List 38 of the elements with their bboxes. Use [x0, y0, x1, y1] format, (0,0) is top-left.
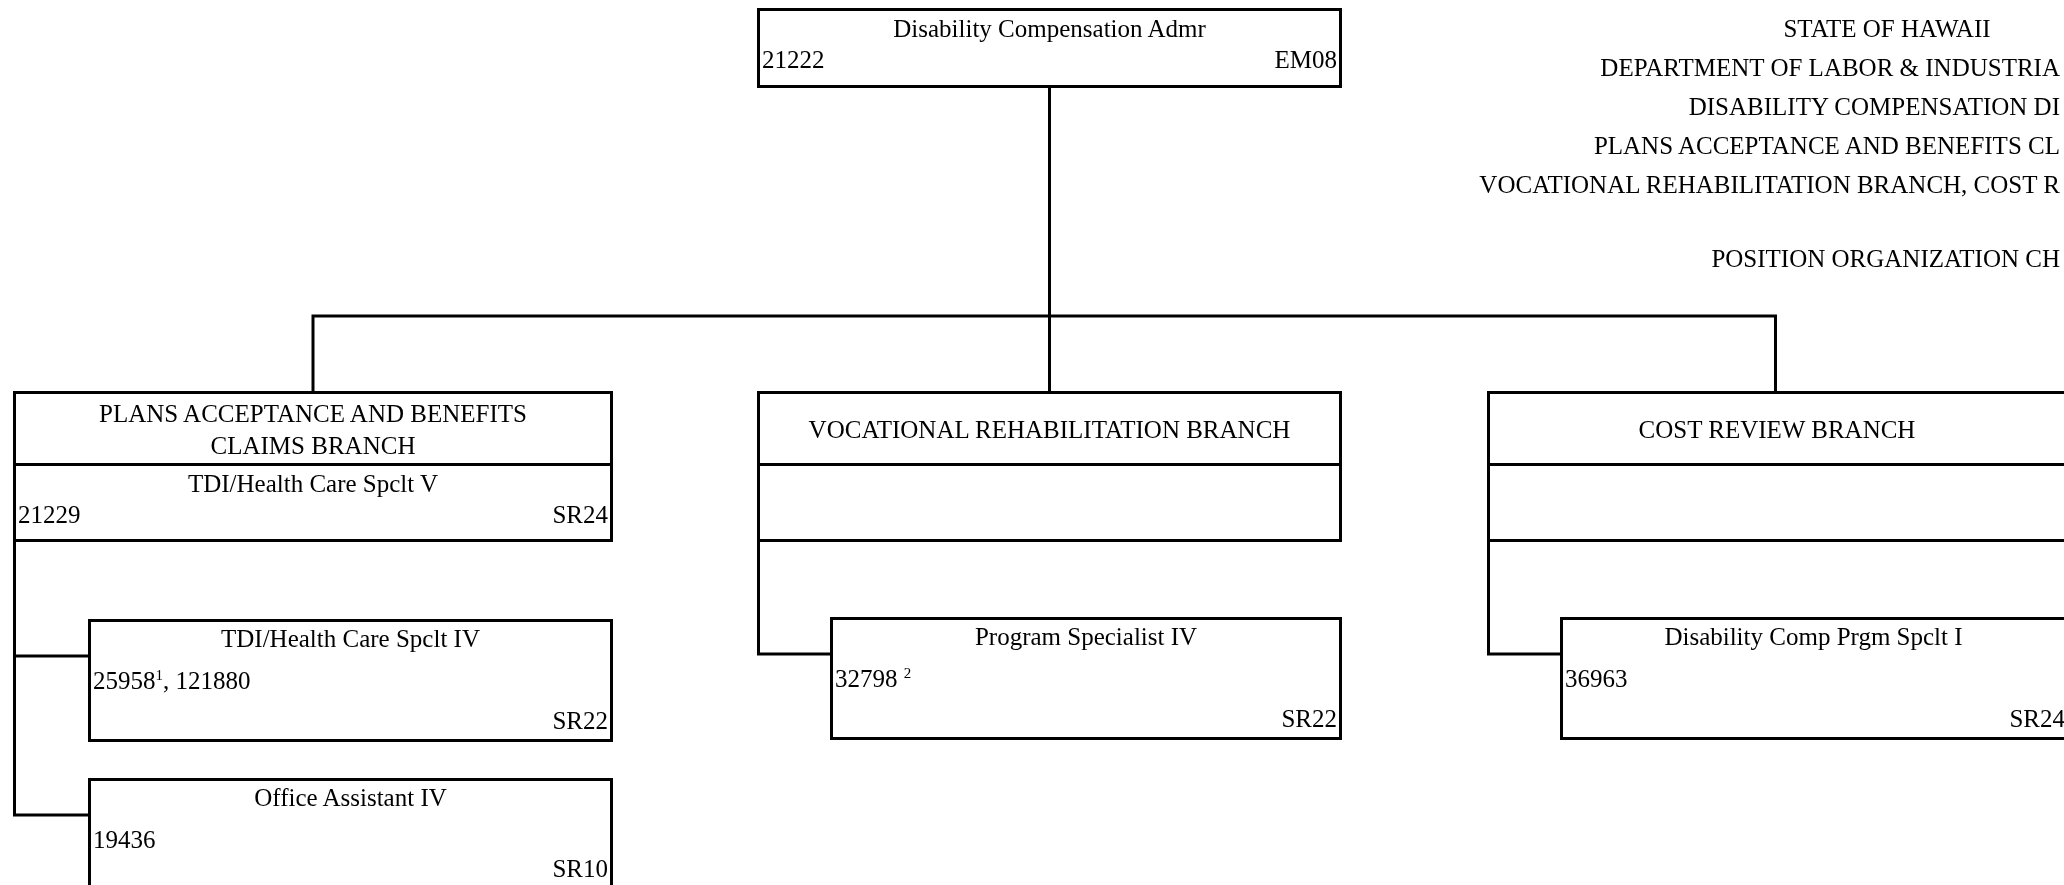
- heading-line: STATE OF HAWAII: [1783, 14, 1991, 44]
- branch-box: [13, 391, 613, 542]
- heading-line: DISABILITY COMPENSATION DI: [1688, 92, 2060, 122]
- connector-line: [1487, 542, 1560, 656]
- position-number: 32798 $^{2}$: [835, 664, 912, 694]
- pay-grade: SR10: [552, 854, 608, 884]
- branch-name: VOCATIONAL REHABILITATION BRANCH: [808, 415, 1291, 445]
- position-title: TDI/Health Care Spclt IV: [220, 624, 481, 654]
- heading-line: VOCATIONAL REHABILITATION BRANCH, COST R: [1479, 170, 2060, 200]
- position-box: [757, 8, 1342, 88]
- heading-line: POSITION ORGANIZATION CH: [1711, 244, 2060, 274]
- branch-name: PLANS ACCEPTANCE AND BENEFITS CLAIMS BRANCH: [98, 399, 528, 461]
- pay-grade: SR24: [552, 500, 608, 530]
- position-title: Program Specialist IV: [973, 622, 1199, 652]
- pay-grade: SR24: [2009, 704, 2064, 734]
- position-number: 21229: [18, 500, 81, 530]
- position-title: Office Assistant IV: [253, 783, 448, 813]
- branch-box: [1487, 391, 2064, 542]
- position-title: Disability Compensation Admr: [892, 14, 1207, 44]
- position-box: [830, 617, 1342, 740]
- pay-grade: EM08: [1274, 45, 1337, 75]
- position-number: 25958$^{1}$, 121880: [93, 666, 251, 696]
- position-number: 21222: [762, 45, 825, 75]
- heading-line: PLANS ACCEPTANCE AND BENEFITS CL: [1593, 131, 2060, 161]
- connector-line: [13, 542, 88, 817]
- branch-box: [757, 391, 1342, 542]
- position-box: [88, 778, 613, 885]
- branch-name: COST REVIEW BRANCH: [1638, 415, 1916, 445]
- heading-line: DEPARTMENT OF LABOR & INDUSTRIA: [1600, 53, 2060, 83]
- pay-grade: SR22: [1281, 704, 1337, 734]
- position-box: [88, 619, 613, 742]
- pay-grade: SR22: [552, 706, 608, 736]
- connector-line: [757, 542, 830, 656]
- position-title: Disability Comp Prgm Spclt I: [1663, 622, 1964, 652]
- position-number: 19436: [93, 825, 156, 855]
- position-title: TDI/Health Care Spclt V: [186, 469, 440, 499]
- position-box: [1560, 617, 2064, 740]
- position-number: 36963: [1565, 664, 1628, 694]
